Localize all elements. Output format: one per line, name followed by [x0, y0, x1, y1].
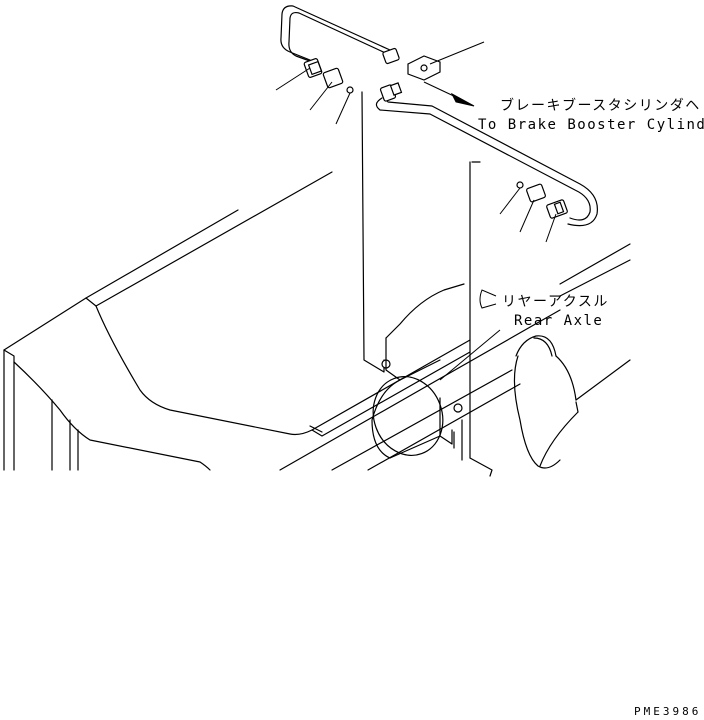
axle-label-jp: リヤーアクスル	[502, 294, 609, 310]
body-frame	[3, 171, 471, 471]
brake-pipe-upper	[280, 5, 393, 65]
booster-label-jp: ブレーキブースタシリンダヘ	[500, 98, 701, 114]
fitting-upper-left	[303, 58, 354, 94]
axle-leader	[439, 289, 501, 381]
fitting-right	[516, 181, 568, 219]
drawing-code: PME3986	[634, 705, 702, 718]
fitting-upper-center	[379, 47, 441, 102]
axle-label-en: Rear Axle	[514, 313, 604, 329]
booster-label-en: To Brake Booster Cylinder	[478, 117, 704, 133]
rear-axle-housing	[279, 283, 561, 477]
booster-arrow	[423, 81, 475, 107]
rear-tire	[513, 243, 631, 469]
mounting-bracket	[361, 91, 481, 459]
leader-lines	[275, 41, 557, 243]
